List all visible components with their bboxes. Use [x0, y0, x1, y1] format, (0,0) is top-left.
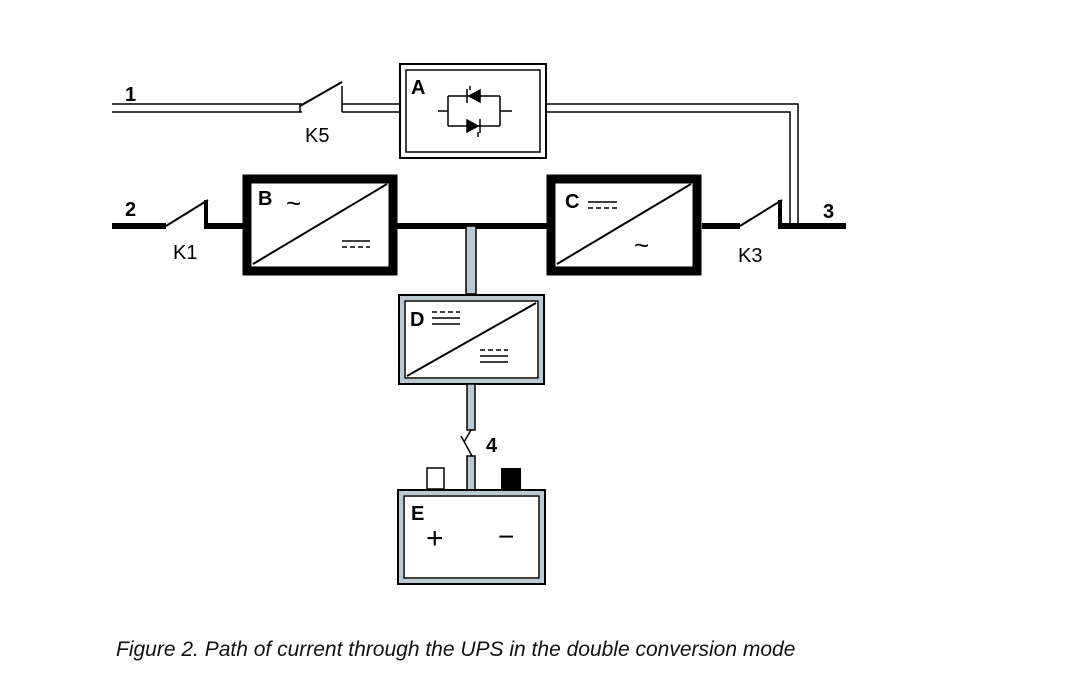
- terminal-4-label: 4: [486, 435, 498, 457]
- block-b-label: B: [258, 188, 272, 210]
- block-a: [399, 63, 547, 159]
- battery-link-upper: [466, 383, 476, 431]
- block-b: [242, 174, 398, 276]
- block-e-label: E: [411, 503, 424, 525]
- terminal-3-label: 3: [823, 201, 834, 223]
- terminal-1-label: 1: [125, 84, 136, 106]
- k1-switch: [165, 199, 209, 227]
- battery-e: [397, 467, 546, 585]
- dc-symbol: [432, 311, 460, 325]
- k3-label: K3: [738, 245, 762, 267]
- dc-link: [465, 225, 477, 295]
- battery-switch: [463, 429, 472, 443]
- terminal-2-label: 2: [125, 199, 136, 221]
- figure-caption: Figure 2. Path of current through the UP…: [116, 638, 796, 661]
- ac-symbol: ~: [634, 230, 649, 260]
- main-line: [112, 200, 846, 229]
- dc-symbol: [588, 201, 617, 209]
- bypass-line: [112, 86, 799, 228]
- ac-symbol: ~: [286, 188, 301, 218]
- k5-label: K5: [305, 125, 329, 147]
- k3-switch: [739, 199, 783, 227]
- battery-switch-blade: [460, 435, 473, 457]
- block-d: [398, 294, 545, 385]
- dc-symbol: [342, 240, 370, 248]
- battery-link-lower: [466, 455, 476, 491]
- block-c-label: C: [565, 191, 579, 213]
- negative-terminal: [501, 468, 521, 489]
- minus-sign: −: [498, 521, 514, 552]
- block-c: [546, 174, 702, 276]
- block-a-label: A: [411, 77, 425, 99]
- thyristor-icon: [438, 86, 512, 137]
- block-d-label: D: [410, 309, 424, 331]
- k1-label: K1: [173, 242, 197, 264]
- positive-terminal: [426, 467, 445, 490]
- plus-sign: +: [426, 522, 444, 555]
- dc-symbol: [480, 349, 508, 363]
- k5-switch: [299, 81, 343, 107]
